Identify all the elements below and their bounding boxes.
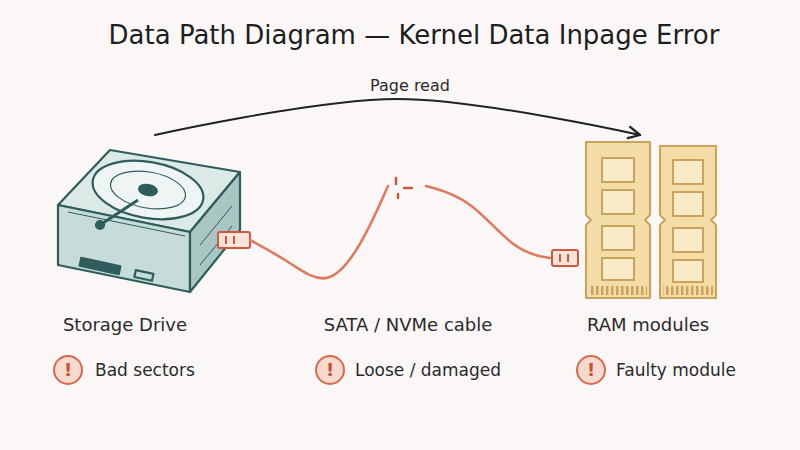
ram-modules-node: RAM modulesFaulty module (550, 135, 750, 390)
warning-circles (54, 356, 605, 384)
warning-mark: ! (587, 359, 595, 381)
flow-label: Page read (367, 76, 453, 95)
component-name: SATA / NVMe cable (321, 314, 496, 336)
failure-note: Bad sectors (95, 360, 195, 380)
component-name: RAM modules (587, 314, 709, 336)
diagram-title: Data Path Diagram — Kernel Data Inpage E… (109, 20, 720, 51)
failure-note: Loose / damaged (355, 360, 501, 380)
failure-note: Faulty module (616, 360, 736, 380)
hard-drive-illustration (58, 150, 240, 292)
ram-plug (552, 250, 578, 266)
ram-module-illustration (586, 142, 716, 298)
warning-mark: ! (326, 359, 334, 381)
cable-connector (250, 186, 550, 278)
component-name: Storage Drive (63, 314, 187, 336)
warning-mark: ! (64, 359, 72, 381)
drive-plug (218, 232, 250, 248)
flow-arrow (155, 99, 640, 135)
storage-drive-node: Storage DriveBad sectors (40, 135, 250, 390)
cable-break-marks (396, 178, 412, 198)
